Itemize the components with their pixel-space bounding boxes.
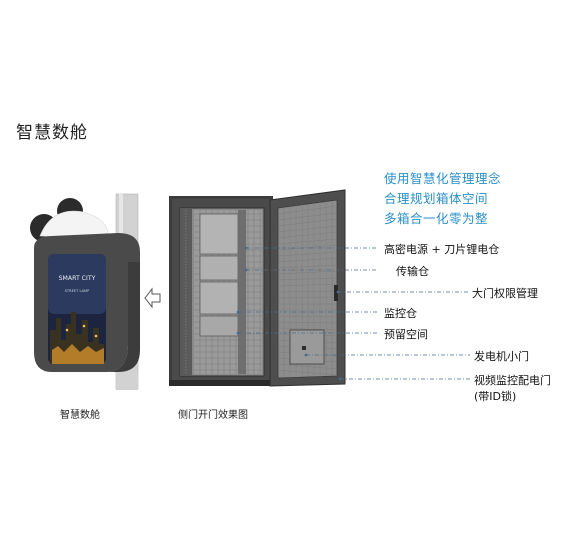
page-title: 智慧数舱 [16, 123, 88, 143]
callout-reserved: 预留空间 [384, 328, 428, 341]
cabinet [169, 189, 346, 387]
callout-id-lock: (带ID锁) [474, 390, 517, 403]
reserved-space [199, 315, 239, 337]
screen-text-street-lamp: STREET LAMP [65, 289, 90, 293]
callout-door-access: 大门权限管理 [472, 287, 538, 300]
caption-side-door: 侧门开门效果图 [178, 410, 248, 421]
power-battery-bay [199, 213, 239, 255]
monitoring-bay [199, 281, 239, 315]
smart-pole-illustration: SMART CITY STREET LAMP [30, 193, 140, 390]
callout-lines [238, 247, 470, 380]
slogan-line-1: 使用智慧化管理理念 [384, 171, 502, 186]
generator-door [289, 329, 325, 365]
callout-monitoring: 监控仓 [384, 307, 417, 320]
callout-transmission: 传输仓 [396, 265, 429, 278]
door-handle-icon [334, 285, 338, 301]
callout-power-battery: 高密电源 + 刀片锂电仓 [384, 243, 500, 256]
caption-smart-pod: 智慧数舱 [60, 410, 100, 421]
slogan-line-2: 合理规划箱体空间 [384, 191, 489, 206]
callout-generator-door: 发电机小门 [474, 350, 529, 363]
slogan-line-3: 多箱合一化零为整 [384, 211, 489, 226]
transmission-bay [199, 255, 239, 281]
screen-text-smart-city: SMART CITY [59, 275, 96, 282]
arrow-left-icon [144, 287, 161, 309]
callout-video-door: 视频监控配电门 [474, 374, 551, 387]
